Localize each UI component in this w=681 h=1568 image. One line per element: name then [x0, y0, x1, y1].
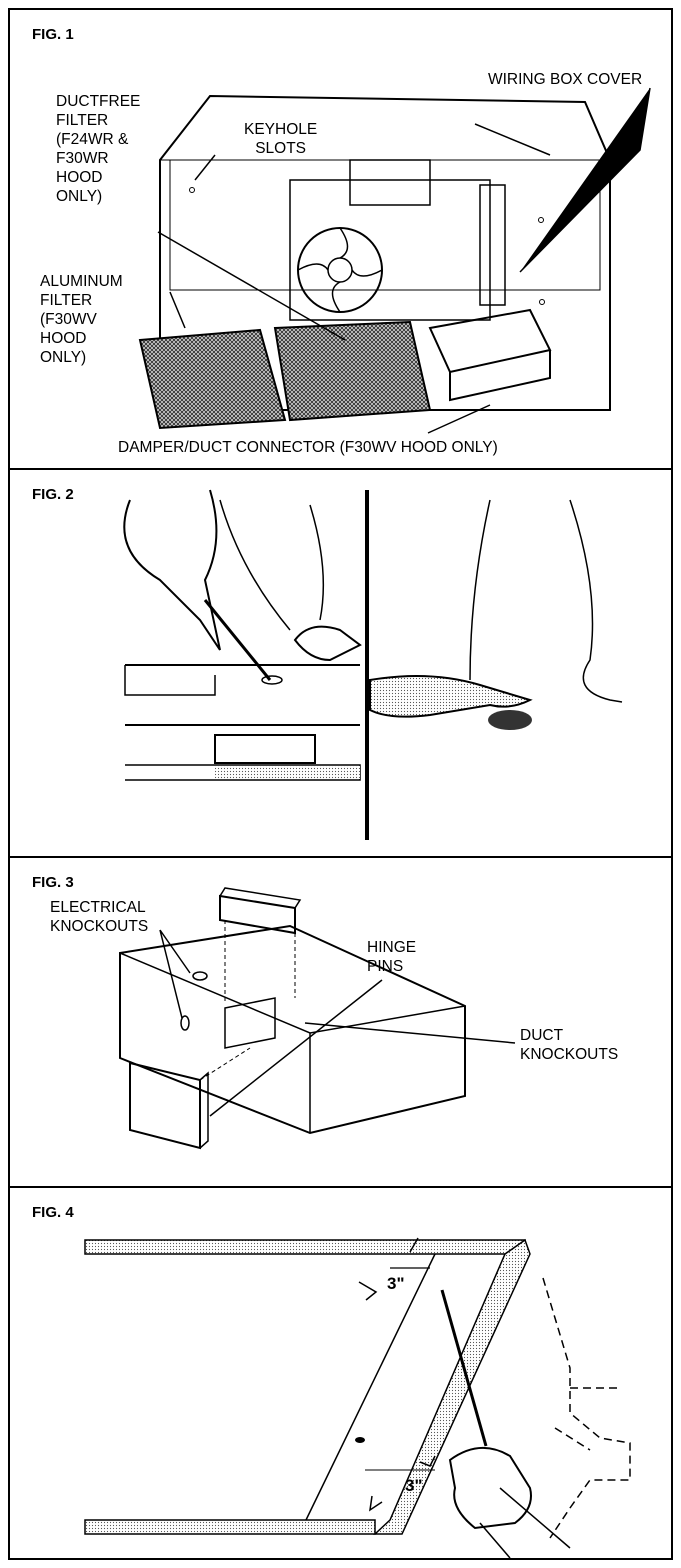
- wiring-box-cover-label: WIRING BOX COVER: [488, 71, 643, 88]
- fig3-illustration: [119, 887, 516, 1150]
- fig2-illustration: [123, 489, 623, 840]
- dimension-top-label: 3": [387, 1274, 405, 1293]
- fig3-title: FIG. 3: [32, 874, 74, 891]
- hinge-pins-label: HINGE PINS: [367, 939, 417, 975]
- fig1-title: FIG. 1: [32, 26, 74, 43]
- figure-sheet: FIG. 1: [8, 8, 673, 1560]
- fig3-panel: FIG. 3 ELECTRICAL KNOCKOUTS HINGE PINS: [10, 858, 671, 1188]
- fig4-title: FIG. 4: [32, 1204, 74, 1221]
- fig4-panel: FIG. 4: [10, 1188, 671, 1558]
- fig2-panel: FIG. 2: [10, 470, 671, 858]
- fig1-panel: FIG. 1: [10, 10, 671, 470]
- fig1-illustration: [138, 87, 651, 434]
- keyhole-slots-label: KEYHOLE SLOTS: [244, 121, 318, 157]
- dimension-bottom-label: 3": [405, 1476, 423, 1495]
- aluminum-filter-label: ALUMINUM FILTER (F30WV HOOD ONLY): [40, 273, 123, 366]
- ductfree-filter-label: DUCTFREE FILTER (F24WR & F30WR HOOD ONLY…: [56, 93, 141, 205]
- fig2-title: FIG. 2: [32, 486, 74, 503]
- fig4-illustration: [84, 1237, 631, 1558]
- duct-knockouts-label: DUCT KNOCKOUTS: [520, 1027, 619, 1063]
- electrical-knockouts-label: ELECTRICAL KNOCKOUTS: [50, 899, 149, 935]
- damper-label: DAMPER/DUCT CONNECTOR (F30WV HOOD ONLY): [118, 439, 498, 456]
